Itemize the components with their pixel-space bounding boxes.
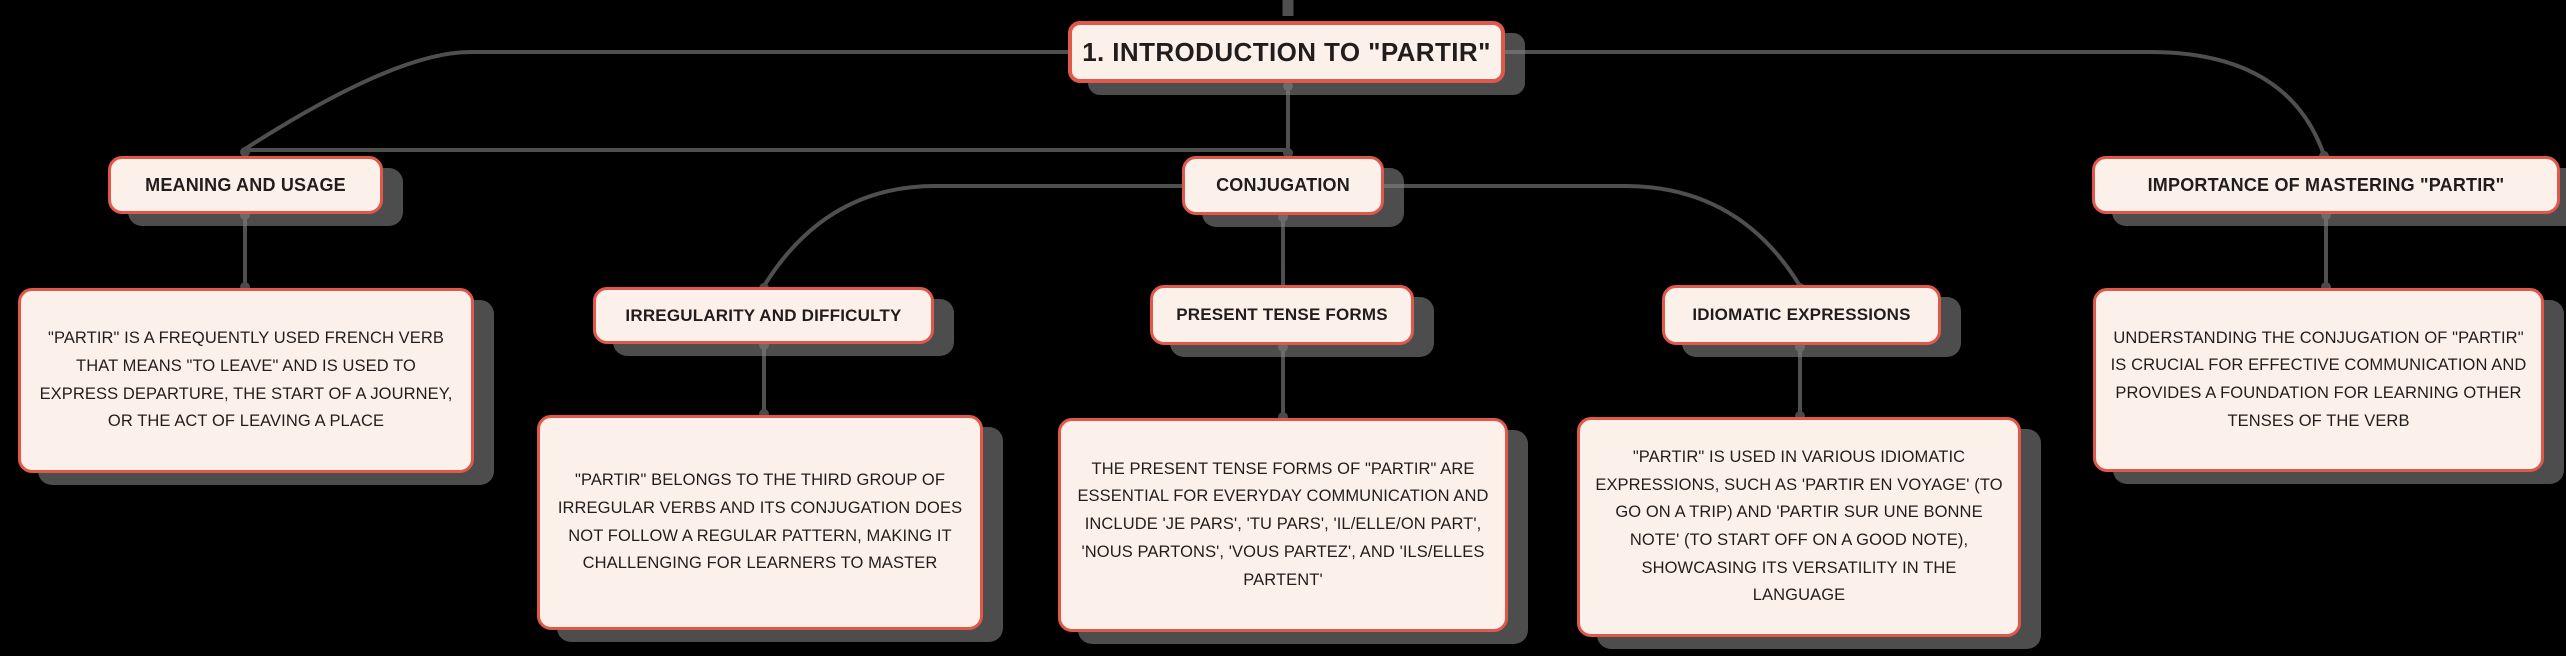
node-importance-of-mastering[interactable]: IMPORTANCE OF MASTERING "PARTIR": [2092, 156, 2560, 214]
node-detail-text: "PARTIR" BELONGS TO THE THIRD GROUP OF I…: [557, 471, 963, 573]
node-present-tense-forms[interactable]: PRESENT TENSE FORMS: [1150, 285, 1414, 345]
node-topic-label: CONJUGATION: [1216, 175, 1350, 195]
node-conjugation[interactable]: CONJUGATION: [1182, 156, 1384, 215]
node-detail-text: "PARTIR" IS A FREQUENTLY USED FRENCH VER…: [39, 329, 453, 431]
node-topic-label: PRESENT TENSE FORMS: [1176, 305, 1388, 324]
node-root-label: 1. INTRODUCTION TO "PARTIR": [1082, 36, 1491, 67]
node-detail-text: UNDERSTANDING THE CONJUGATION OF "PARTIR…: [2110, 328, 2527, 430]
node-root-introduction[interactable]: 1. INTRODUCTION TO "PARTIR": [1068, 21, 1505, 83]
node-idiomatic-detail[interactable]: "PARTIR" IS USED IN VARIOUS IDIOMATIC EX…: [1577, 417, 2021, 637]
node-topic-label: MEANING AND USAGE: [145, 174, 346, 195]
node-irregularity-and-difficulty[interactable]: IRREGULARITY AND DIFFICULTY: [593, 287, 934, 344]
node-topic-label: IDIOMATIC EXPRESSIONS: [1692, 305, 1911, 324]
node-topic-label: IRREGULARITY AND DIFFICULTY: [625, 305, 902, 325]
node-irregularity-detail[interactable]: "PARTIR" BELONGS TO THE THIRD GROUP OF I…: [537, 415, 983, 630]
node-meaning-detail[interactable]: "PARTIR" IS A FREQUENTLY USED FRENCH VER…: [18, 288, 474, 473]
node-detail-text: THE PRESENT TENSE FORMS OF "PARTIR" ARE …: [1077, 459, 1489, 589]
node-detail-text: "PARTIR" IS USED IN VARIOUS IDIOMATIC EX…: [1595, 447, 2003, 605]
node-present-tense-detail[interactable]: THE PRESENT TENSE FORMS OF "PARTIR" ARE …: [1058, 418, 1508, 632]
node-importance-detail[interactable]: UNDERSTANDING THE CONJUGATION OF "PARTIR…: [2093, 288, 2544, 472]
node-idiomatic-expressions[interactable]: IDIOMATIC EXPRESSIONS: [1662, 285, 1941, 345]
node-topic-label: IMPORTANCE OF MASTERING "PARTIR": [2147, 174, 2505, 195]
node-meaning-and-usage[interactable]: MEANING AND USAGE: [108, 156, 383, 214]
